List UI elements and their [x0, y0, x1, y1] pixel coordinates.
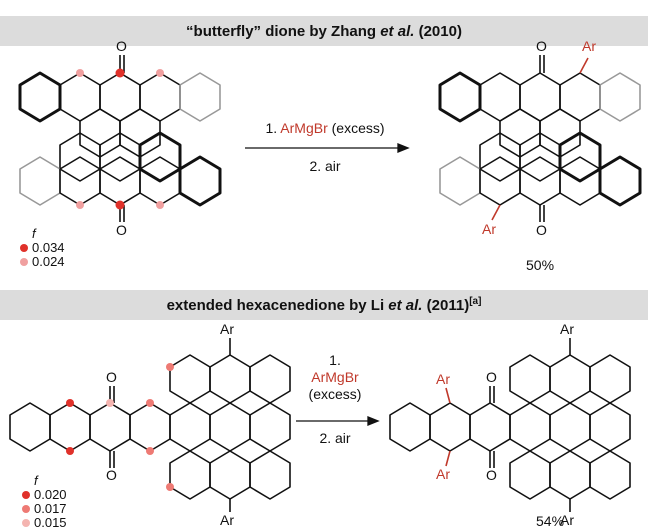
oxygen-label: O	[116, 222, 127, 238]
reactivity-dots	[66, 68, 174, 491]
aryl-label: Ar	[482, 221, 496, 237]
legend-dot-icon	[22, 491, 30, 499]
aryl-label: Ar	[436, 371, 450, 387]
butterfly-product-structure	[438, 55, 642, 222]
panel1-yield: 50%	[526, 257, 555, 273]
legend-dot-icon	[20, 244, 28, 252]
panel2-yield: 54%	[536, 513, 565, 529]
panel2-step1: 1. ArMgBr (excess)	[308, 352, 362, 402]
aryl-label: Ar	[220, 321, 234, 337]
oxygen-label: O	[536, 222, 547, 238]
legend-dot-icon	[22, 519, 30, 527]
aryl-label: Ar	[582, 38, 596, 54]
hexacenedione-structure	[9, 338, 291, 512]
panel1-title-banner: “butterfly” dione by Zhang et al. (2010)	[0, 16, 648, 46]
legend-dot-icon	[22, 505, 30, 513]
panel2-title-banner: extended hexacenedione by Li et al. (201…	[0, 290, 648, 320]
aryl-label: Ar	[220, 512, 234, 528]
aryl-label: Ar	[560, 512, 574, 528]
oxygen-label: O	[486, 467, 497, 483]
hexacenedione-product-structure	[389, 338, 631, 512]
oxygen-label: O	[536, 38, 547, 54]
aryl-label: Ar	[560, 321, 574, 337]
panel1-title: “butterfly” dione by Zhang et al. (2010)	[186, 22, 462, 40]
oxygen-label: O	[486, 369, 497, 385]
oxygen-label: O	[106, 369, 117, 385]
panel2-legend: f 0.020 0.017 0.015	[22, 474, 67, 530]
butterfly-dione-structure	[18, 55, 222, 222]
oxygen-label: O	[116, 38, 127, 54]
panel1-step1: 1. ArMgBr (excess)	[265, 120, 385, 136]
oxygen-label: O	[106, 467, 117, 483]
panel1-legend: f 0.034 0.024	[20, 227, 65, 269]
panel1-step2: 2. air	[309, 158, 341, 174]
panel2-step2: 2. air	[319, 430, 351, 446]
legend-dot-icon	[20, 258, 28, 266]
aryl-label: Ar	[436, 466, 450, 482]
panel2-title: extended hexacenedione by Li et al. (201…	[166, 296, 482, 314]
